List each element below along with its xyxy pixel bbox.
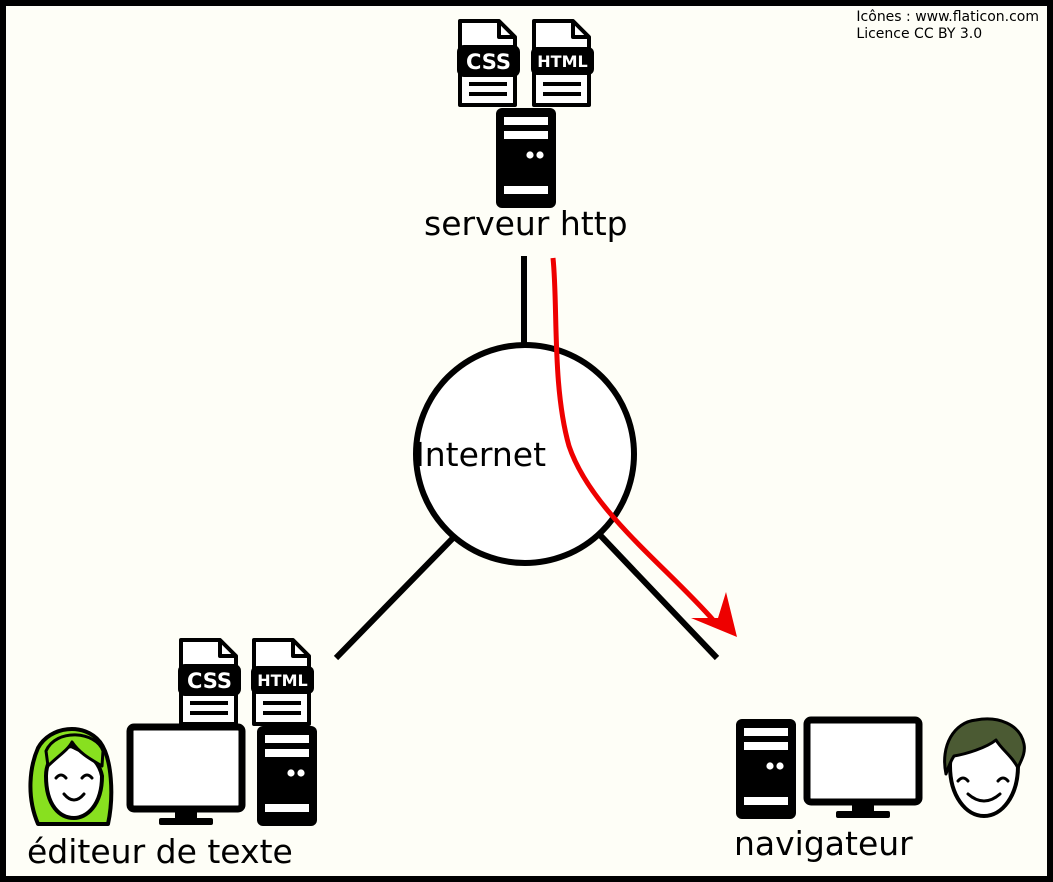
css-badge: CSS [187, 669, 232, 693]
css-file-icon: CSS [178, 638, 241, 726]
computer-tower-icon [736, 719, 796, 819]
man-face-icon [943, 717, 1026, 819]
credits: Icônes : www.flaticon.com Licence CC BY … [856, 9, 1039, 43]
internet-label: Internet [415, 435, 547, 474]
network-diagram: CSS HTML CSS HTML [28, 19, 1026, 876]
html-file-icon: HTML [251, 638, 314, 726]
editor-link [333, 534, 457, 661]
server-node: CSS HTML [457, 19, 594, 208]
internet-node [413, 342, 637, 566]
browser-link [597, 532, 720, 661]
credits-line-1: Icônes : www.flaticon.com [856, 9, 1039, 25]
server-tower-icon [496, 108, 556, 208]
editor-node: CSS HTML [28, 638, 317, 826]
woman-face-icon [28, 727, 114, 826]
browser-node [736, 717, 1026, 819]
server-label: serveur http [424, 204, 628, 243]
browser-label: navigateur [734, 824, 913, 863]
editor-label: éditeur de texte [27, 832, 293, 871]
css-file-icon: CSS [457, 19, 520, 107]
html-file-icon: HTML [531, 19, 594, 107]
html-badge: HTML [537, 52, 587, 71]
monitor-icon [130, 727, 242, 825]
computer-tower-icon [257, 726, 317, 826]
diagram-canvas: Icônes : www.flaticon.com Licence CC BY … [6, 6, 1047, 876]
credits-line-2: Licence CC BY 3.0 [856, 26, 983, 42]
flow-arrow [550, 257, 716, 623]
css-badge: CSS [466, 50, 511, 74]
html-badge: HTML [257, 671, 307, 690]
flow-arrow-head [691, 592, 737, 637]
monitor-icon [807, 720, 919, 818]
